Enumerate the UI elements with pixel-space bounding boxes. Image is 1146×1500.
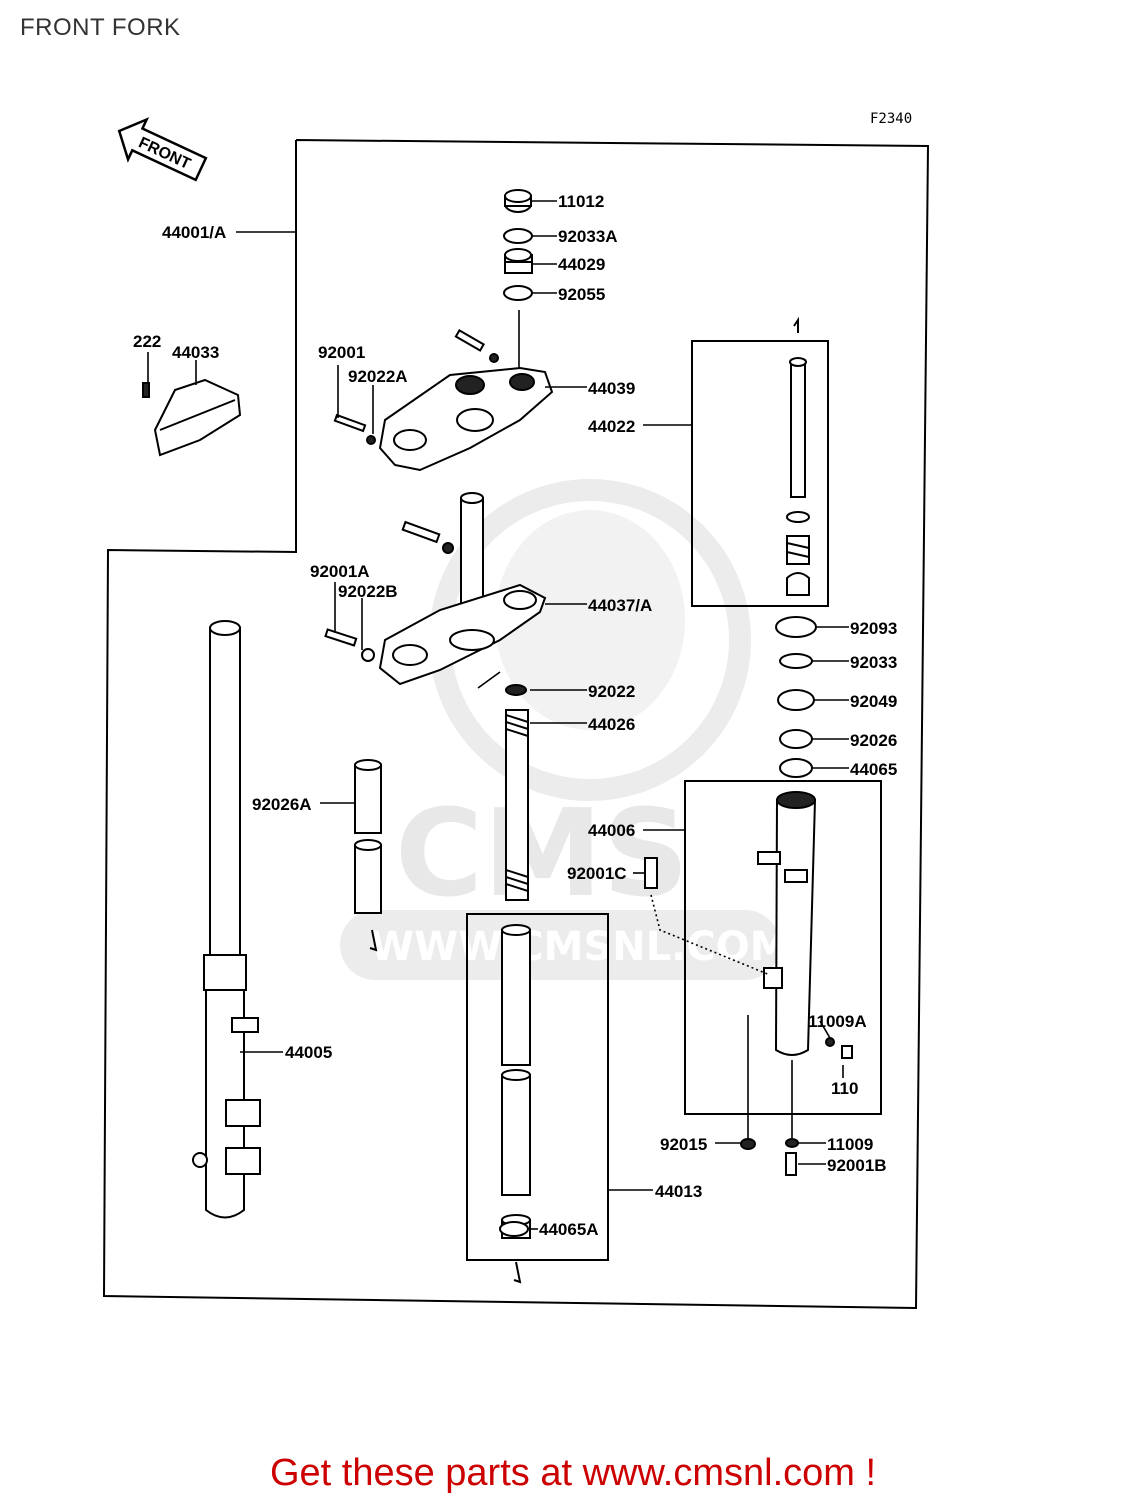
footer-link[interactable]: Get these parts at www.cmsnl.com ! <box>269 1452 877 1494</box>
spring-44026 <box>505 684 529 901</box>
label-92022: 92022 <box>588 682 635 701</box>
bushing-44065A <box>499 1221 529 1237</box>
figure-code: F2340 <box>870 111 912 127</box>
inner-tube-box <box>466 913 609 1261</box>
label-11009: 11009 <box>827 1135 873 1154</box>
upper-bracket-44039 <box>378 329 554 472</box>
washer-11009 <box>785 1138 799 1148</box>
seal-92049 <box>777 689 815 711</box>
outer-tube-box <box>684 780 882 1115</box>
label-92022B: 92022B <box>338 582 398 601</box>
cap-11012 <box>504 189 532 213</box>
label-44001A: 44001/A <box>162 223 226 242</box>
leader-lines <box>147 200 849 1230</box>
assembly-outline <box>102 139 930 1310</box>
label-44065: 44065 <box>850 760 897 779</box>
label-222: 222 <box>133 332 161 351</box>
label-44039: 44039 <box>588 379 635 398</box>
steering-stem-44037 <box>378 492 547 686</box>
bolt-222 <box>142 382 150 398</box>
bolt-92001 <box>333 413 367 433</box>
label-92033A: 92033A <box>558 227 618 246</box>
fork-leg-44005 <box>192 620 261 1219</box>
watermark: CMS WWW.CMSNL.COM <box>340 479 790 980</box>
label-44026: 44026 <box>588 715 635 734</box>
front-arrow-icon: FRONT <box>117 117 208 182</box>
washer-92026 <box>779 729 813 749</box>
label-11009A: 11009A <box>808 1012 867 1031</box>
label-11012: 11012 <box>558 192 604 211</box>
watermark-url: WWW.CMSNL.COM <box>370 924 790 970</box>
o-ring-92033A <box>503 228 533 244</box>
washer-92022A <box>366 435 376 445</box>
label-44022: 44022 <box>588 417 635 436</box>
label-44013: 44013 <box>655 1182 702 1201</box>
label-44065A: 44065A <box>539 1220 599 1239</box>
bushing-44065 <box>779 758 813 778</box>
label-92026A: 92026A <box>252 795 312 814</box>
plug-110 <box>841 1045 853 1059</box>
part-labels: 11012 92033A 44029 92055 44001/A 222 440… <box>133 192 897 1239</box>
label-44005: 44005 <box>285 1043 332 1062</box>
spacer-92026A <box>354 759 382 952</box>
bolt-92001A <box>324 628 358 647</box>
label-92093: 92093 <box>850 619 897 638</box>
inner-rod-box <box>691 340 829 607</box>
label-44029: 44029 <box>558 255 605 274</box>
bracket-44033 <box>153 378 242 457</box>
label-92055: 92055 <box>558 285 605 304</box>
label-44006: 44006 <box>588 821 635 840</box>
watermark-brand: CMS <box>395 785 689 924</box>
label-92001B: 92001B <box>827 1156 887 1175</box>
outer-tube-44006 <box>757 791 817 1056</box>
label-44037A: 44037/A <box>588 596 652 615</box>
label-44033: 44033 <box>172 343 219 362</box>
page-title: FRONT FORK <box>20 14 181 41</box>
washer-92022B <box>361 648 375 662</box>
label-92022A: 92022A <box>348 367 408 386</box>
bolt-92001B <box>785 1152 797 1176</box>
label-92049: 92049 <box>850 692 897 711</box>
clip-92033 <box>779 653 813 669</box>
front-fork-diagram: CMS WWW.CMSNL.COM F2340 FRONT <box>102 111 930 1310</box>
damper-rod-44022 <box>786 316 810 596</box>
inner-tube-44013 <box>501 924 531 1284</box>
washer-11009A <box>825 1037 835 1047</box>
label-92001A: 92001A <box>310 562 370 581</box>
cap-92015 <box>740 1138 756 1150</box>
bolt-92001C <box>644 857 658 889</box>
label-110: 110 <box>831 1079 858 1098</box>
label-92026: 92026 <box>850 731 897 750</box>
seal-92093 <box>775 616 817 638</box>
label-92015: 92015 <box>660 1135 707 1154</box>
o-ring-92055 <box>503 285 533 301</box>
label-92033: 92033 <box>850 653 897 672</box>
label-92001C: 92001C <box>567 864 627 883</box>
plug-44029 <box>504 248 533 274</box>
label-92001: 92001 <box>318 343 365 362</box>
